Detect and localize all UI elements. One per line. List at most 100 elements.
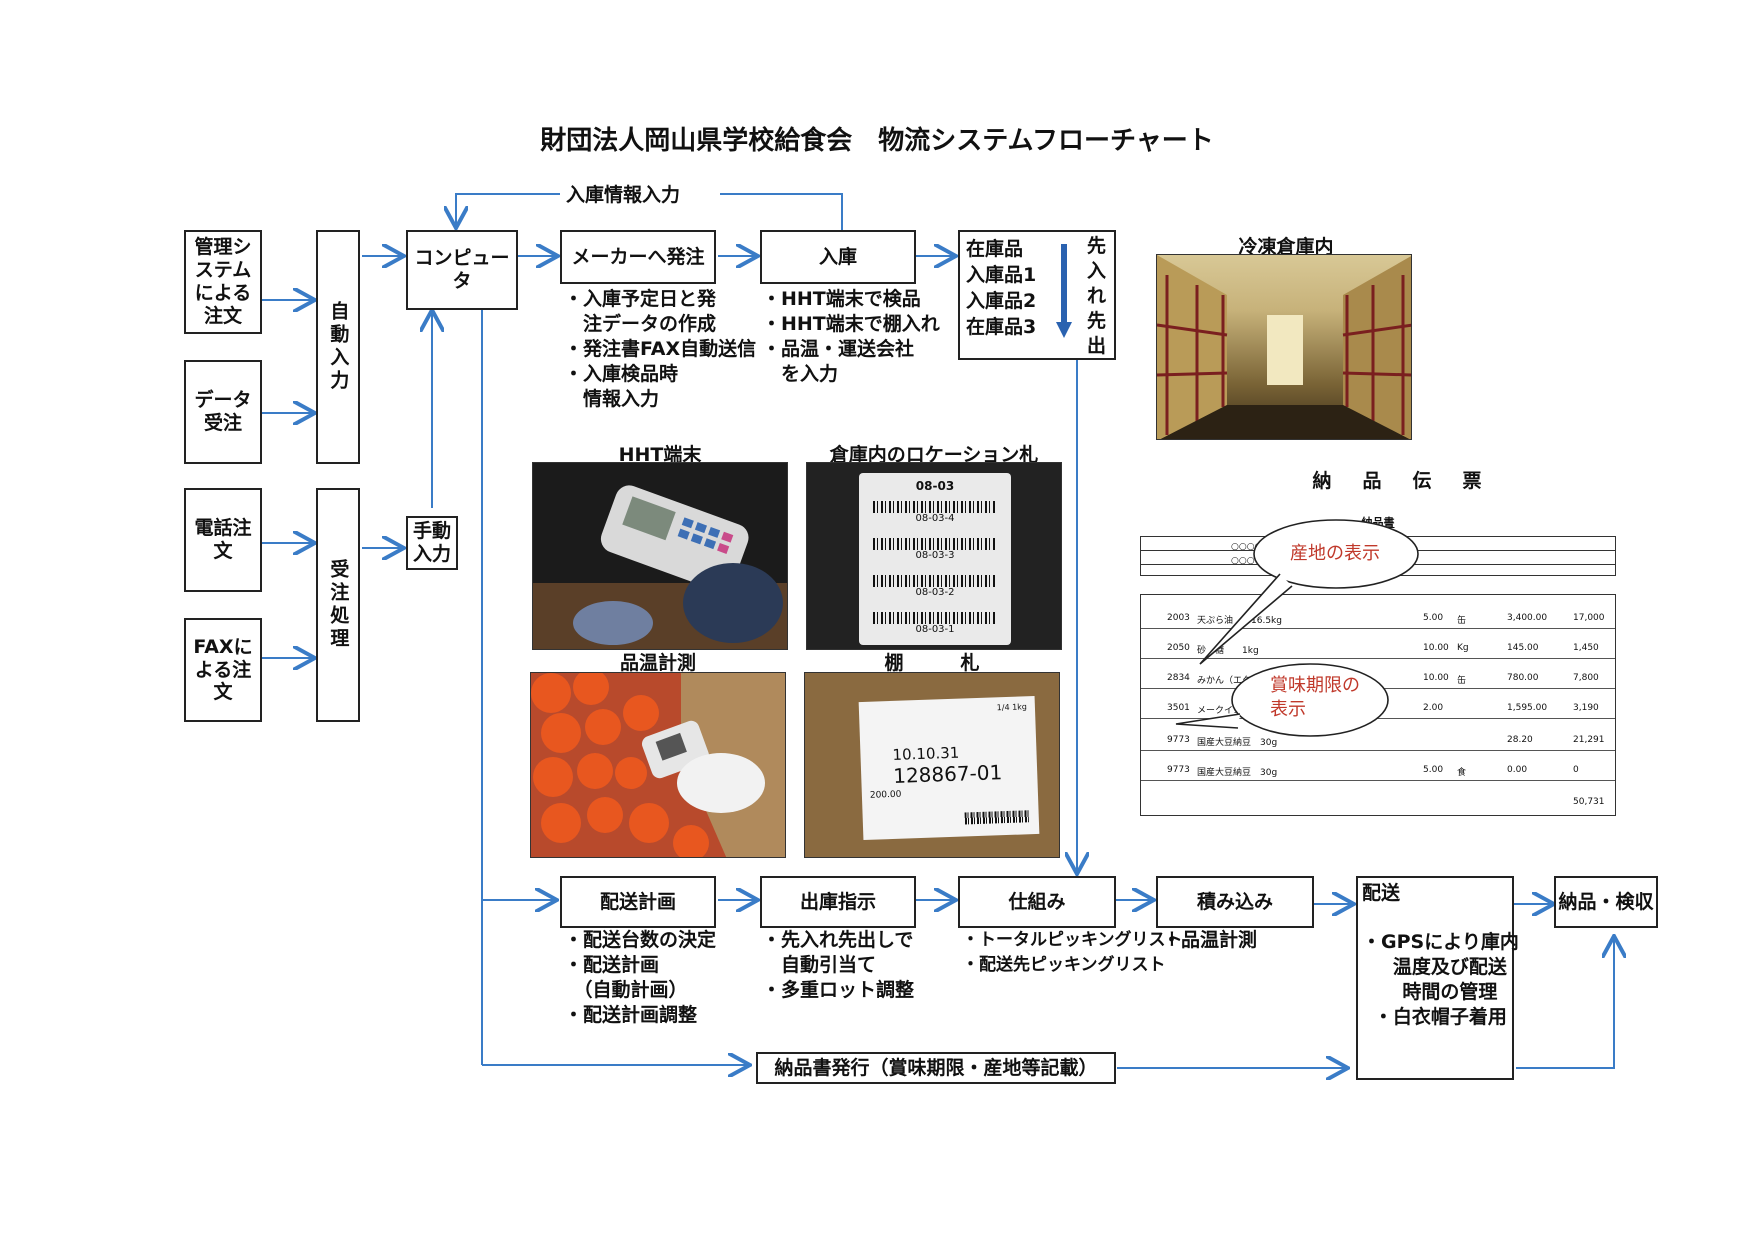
- temp-caption: 品温計測: [619, 652, 696, 674]
- loading-notes: ・品温計測: [1162, 929, 1258, 951]
- location-barcode: [873, 501, 997, 513]
- loading-box: 積み込み: [1156, 876, 1314, 928]
- invoice-cell: 3501: [1167, 703, 1190, 713]
- delivery-slip-title: 納 品 伝 票: [1312, 470, 1488, 492]
- expiry-bubble: [1231, 663, 1389, 737]
- temp-photo: [530, 672, 786, 858]
- invoice-cell: 2003: [1167, 613, 1190, 623]
- page-title: 財団法人岡山県学校給食会 物流システムフローチャート: [540, 126, 1214, 156]
- shelf-tag-number: 128867-01: [892, 760, 1003, 788]
- receiving-box: 入庫: [760, 230, 916, 284]
- invoice-cell: 2834: [1167, 673, 1190, 683]
- oranges-thermometer-icon: [531, 673, 785, 857]
- location-code: 08-03-3: [915, 550, 955, 561]
- sorting-notes: ・トータルピッキングリスト ・配送先ピッキングリスト: [962, 930, 1183, 975]
- hht-caption: HHT端末: [618, 444, 702, 466]
- location-barcode: [873, 575, 997, 587]
- computer-box: コンピュー タ: [406, 230, 518, 310]
- shelf-tag-card: 1/4 1kg 10.10.31 128867-01 200.00: [858, 695, 1040, 841]
- invoice-cell: 3,400.00: [1507, 613, 1548, 623]
- location-code-list: 08-03-4 08-03-3 08-03-2 08-03-1: [873, 501, 997, 635]
- shipping-instruction-notes: ・先入れ先出しで 自動引当て ・多重ロット調整: [762, 929, 915, 1001]
- shelf-photo: 1/4 1kg 10.10.31 128867-01 200.00: [804, 672, 1060, 858]
- invoice-sheet: 納品書 ○○○○○○○○○小学校 殿 ○○○市○○○○○999-99 2003 …: [1140, 514, 1616, 842]
- origin-bubble-tail: [1199, 573, 1293, 665]
- invoice-cell: 5.00: [1423, 613, 1444, 623]
- delivery-plan-box: 配送計画: [560, 876, 716, 928]
- invoice-cell: 0.00: [1507, 765, 1528, 775]
- arrow-delivery-inspection-up: [1516, 938, 1614, 1069]
- origin-bubble-text: 産地の表示: [1290, 543, 1380, 564]
- invoice-cell: 10.00: [1423, 643, 1449, 653]
- invoice-cell: 7,800: [1573, 673, 1599, 683]
- callout-bubbles: [1175, 519, 1419, 737]
- invoice-row: 9773 国産大豆納豆 30g 5.00 食 0.00 0: [1141, 759, 1615, 781]
- location-code: 08-03-1: [915, 624, 955, 635]
- handheld-terminal-icon: [533, 485, 787, 649]
- inspection-box: 納品・検収: [1554, 876, 1658, 928]
- sorting-box: 仕組み: [958, 876, 1116, 928]
- stock-item-3: 在庫品3: [966, 316, 1037, 338]
- feedback-line-right: [720, 193, 843, 230]
- invoice-cell: 缶: [1457, 676, 1467, 686]
- order-phone-box: 電話注 文: [184, 488, 262, 592]
- feedback-line-left: [456, 193, 560, 226]
- receiving-notes: ・HHT端末で検品 ・HHT端末で棚入れ ・品温・運送会社 を入力: [762, 288, 940, 385]
- invoice-issue-box: 納品書発行（賞味期限・産地等記載）: [756, 1052, 1116, 1084]
- auto-input-label: 自動入力: [327, 301, 350, 393]
- invoice-cell: 国産大豆納豆 30g: [1197, 738, 1278, 748]
- stock-item-0: 在庫品: [966, 238, 1024, 260]
- shelf-tag-barcode: [964, 810, 1029, 825]
- order-processing-label: 受注処理: [327, 559, 350, 651]
- invoice-cell: 9773: [1167, 765, 1190, 775]
- expiry-bubble-text: 賞味期限の 表示: [1270, 675, 1360, 720]
- order-fax-box: FAXに よる注 文: [184, 618, 262, 722]
- invoice-cell: 砂 糖 1kg: [1197, 646, 1259, 656]
- order-mgmt-box: 管理シ ステム による 注文: [184, 230, 262, 334]
- location-code: 08-03-4: [915, 513, 955, 524]
- invoice-cell: 21,291: [1573, 735, 1605, 745]
- delivery-plan-notes: ・配送台数の決定 ・配送計画 （自動計画） ・配送計画調整: [564, 929, 717, 1026]
- invoice-cell: 2.00: [1423, 703, 1444, 713]
- hht-photo: [532, 462, 788, 650]
- stock-box: 在庫品 入庫品1 入庫品2 在庫品3 先 入 れ 先 出: [958, 230, 1116, 360]
- delivery-box: 配送 ・GPSにより庫内 温度及び配送 時間の管理 ・白衣帽子着用: [1356, 876, 1519, 1080]
- arrow-down-icon: [1056, 244, 1072, 338]
- location-barcode: [873, 612, 997, 624]
- invoice-cell: 国産大豆納豆 30g: [1197, 768, 1278, 778]
- location-photo: 08-03 08-03-4 08-03-3 08-03-2 08-03-1: [806, 462, 1062, 650]
- freezer-photo: [1156, 254, 1412, 440]
- invoice-cell: 1,595.00: [1507, 703, 1548, 713]
- invoice-cell: Kg: [1457, 643, 1469, 653]
- invoice-cell: 3,190: [1573, 703, 1599, 713]
- location-card: 08-03 08-03-4 08-03-3 08-03-2 08-03-1: [859, 473, 1011, 645]
- invoice-cell: 1,450: [1573, 643, 1599, 653]
- origin-bubble: [1253, 519, 1419, 589]
- invoice-total: 50,731: [1573, 797, 1605, 807]
- location-barcode: [873, 538, 997, 550]
- invoice-cell: 缶: [1457, 616, 1467, 626]
- delivery-label: 配送: [1362, 882, 1401, 904]
- invoice-cell: 食: [1457, 768, 1467, 778]
- stock-list: 在庫品 入庫品1 入庫品2 在庫品3: [966, 236, 1036, 340]
- invoice-cell: 145.00: [1507, 643, 1539, 653]
- maker-order-box: メーカーへ発注: [560, 230, 716, 284]
- shelf-tag-small: 1/4 1kg: [996, 702, 1028, 713]
- stock-item-1: 入庫品1: [966, 264, 1037, 286]
- invoice-row: 2050 砂 糖 1kg 10.00 Kg 145.00 1,450: [1141, 637, 1615, 659]
- invoice-cell: 5.00: [1423, 765, 1444, 775]
- location-code: 08-03-2: [915, 587, 955, 598]
- stock-item-2: 入庫品2: [966, 290, 1037, 312]
- location-header: 08-03: [915, 479, 955, 493]
- invoice-cell: 9773: [1167, 735, 1190, 745]
- invoice-cell: 2050: [1167, 643, 1190, 653]
- invoice-cell: 28.20: [1507, 735, 1533, 745]
- maker-order-notes: ・入庫予定日と発 注データの作成 ・発注書FAX自動送信 ・入庫検品時 情報入力: [564, 288, 757, 410]
- invoice-cell: 0: [1573, 765, 1579, 775]
- invoice-cell: 780.00: [1507, 673, 1539, 683]
- location-caption: 倉庫内のロケーション札: [829, 444, 1039, 466]
- auto-input-box: 自動入力: [316, 230, 360, 464]
- invoice-cell: 17,000: [1573, 613, 1605, 623]
- expiry-bubble-tail: [1175, 713, 1241, 729]
- delivery-notes: ・GPSにより庫内 温度及び配送 時間の管理 ・白衣帽子着用: [1362, 931, 1519, 1028]
